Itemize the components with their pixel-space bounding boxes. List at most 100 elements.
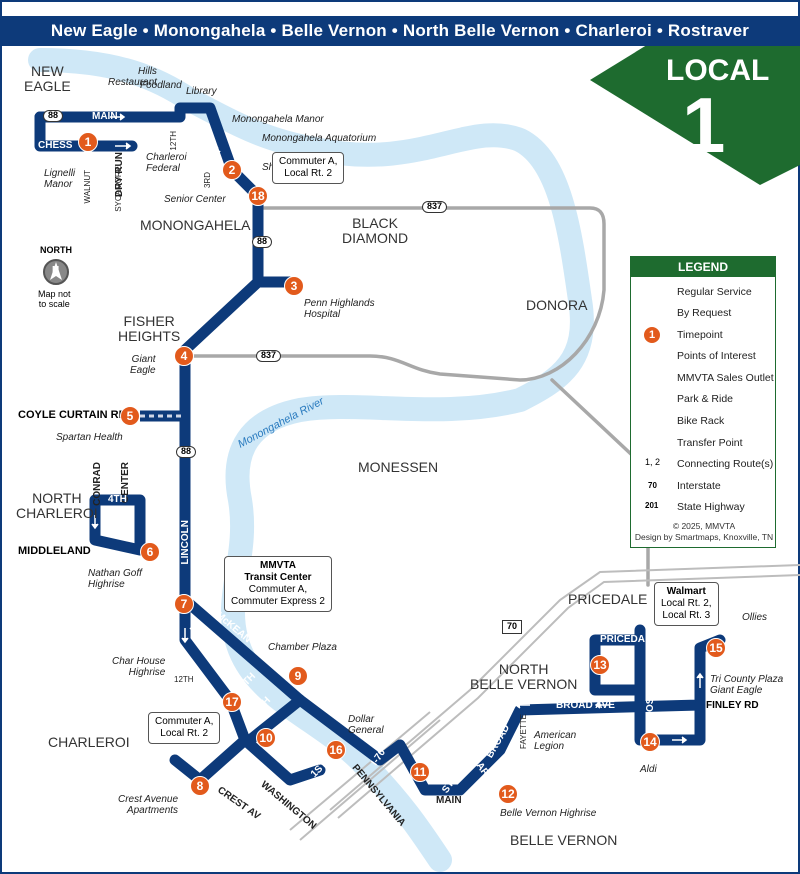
poi-monongahela-aquatorium: Monongahela Aquatorium	[262, 133, 377, 144]
legend-sales-outlet: MMVTA Sales Outlet	[677, 372, 774, 384]
service-area-banner: New Eagle • Monongahela • Belle Vernon •…	[0, 16, 800, 46]
poi-char-house: Char House Highrise	[112, 656, 166, 678]
north-arrow-icon	[43, 259, 69, 285]
legend-by-request: By Request	[677, 307, 732, 319]
street-main-3: MAIN	[436, 795, 462, 806]
timepoint-9: 9	[288, 666, 308, 686]
poi-aldi: Aldi	[640, 764, 657, 775]
callout-charleroi-l1: Commuter A,	[155, 716, 214, 727]
town-fisher-heights: FISHER HEIGHTS	[118, 313, 181, 345]
poi-lignelli-manor: Lignelli Manor	[44, 168, 76, 190]
legend-credit-1: © 2025, MMVTA	[672, 521, 736, 531]
town-belle-vernon: BELLE VERNON	[510, 832, 618, 848]
tc-title1: MMVTA	[260, 560, 296, 571]
interstate-70	[289, 564, 800, 841]
timepoint-7: 7	[174, 594, 194, 614]
town-donora: DONORA	[526, 297, 588, 313]
callout-charleroi: Commuter A,Local Rt. 2	[148, 712, 221, 744]
walmart-l2: Local Rt. 3	[662, 610, 711, 621]
legend-park-icon: P	[650, 392, 657, 402]
tc-l2: Commuter Express 2	[231, 596, 325, 607]
hwy-88-shield-3: 88	[176, 446, 197, 458]
timepoint-10: 10	[256, 728, 276, 748]
direction-arrows	[91, 113, 704, 744]
street-sycamore: SYCAMORE	[114, 166, 123, 212]
north-letter: N	[52, 265, 60, 276]
street-main: MAIN	[92, 111, 118, 122]
legend-title: LEGEND	[631, 257, 775, 277]
legend-state-highway: State Highway	[677, 501, 745, 513]
street-4th: 4TH	[108, 494, 127, 505]
town-monongahela: MONONGAHELA	[140, 217, 251, 233]
timepoint-17: 17	[222, 692, 242, 712]
walmart-title: Walmart	[666, 586, 706, 597]
town-new-eagle: NEW EAGLE	[24, 63, 71, 95]
hwy-837-shield-2: 837	[256, 350, 282, 362]
street-conrad: CONRAD	[92, 462, 103, 506]
local-route-badge	[590, 40, 800, 185]
hwy-88-shield: 88	[43, 110, 64, 122]
poi-crest-apartments: Crest Avenue Apartments	[118, 794, 179, 816]
town-north-charleroi: NORTH CHARLEROI	[16, 490, 98, 522]
poi-foodland: Foodland	[140, 80, 182, 91]
legend-interstate: Interstate	[677, 480, 721, 492]
route-local-1	[34, 102, 726, 796]
poi-charleroi-federal: Charleroi Federal	[146, 152, 187, 174]
callout-sheetz-l2: Local Rt. 2	[284, 168, 333, 179]
street-broad-ave: BROAD AVE	[556, 700, 615, 711]
timepoint-16: 16	[326, 740, 346, 760]
street-lincoln: LINCOLN	[180, 520, 191, 565]
tc-title2: Transit Center	[244, 572, 312, 583]
legend-connecting: Connecting Route(s)	[677, 458, 774, 470]
timepoint-3: 3	[284, 276, 304, 296]
street-5th: 5TH	[310, 680, 329, 691]
timepoint-15: 15	[706, 638, 726, 658]
legend: LEGEND Regular Service By Request Timepo…	[630, 256, 776, 548]
legend-timepoint-icon: 1	[643, 326, 661, 344]
timepoint-13: 13	[590, 655, 610, 675]
poi-bv-highrise: Belle Vernon Highrise	[500, 808, 597, 819]
timepoint-1: 1	[78, 132, 98, 152]
legend-transfer: Transfer Point	[677, 437, 743, 449]
legend-state-sample: 201	[645, 501, 659, 510]
callout-sheetz-l1: Commuter A,	[279, 156, 338, 167]
callout-charleroi-l2: Local Rt. 2	[160, 728, 209, 739]
street-pricedale: PRICEDALE	[600, 634, 658, 645]
timepoint-4: 4	[174, 346, 194, 366]
poi-hills-restaurant: Hills Restaurant	[108, 66, 157, 88]
poi-dollar-general: Dollar General	[348, 714, 384, 736]
legend-interstate-sample: 70	[648, 481, 657, 490]
town-charleroi: CHARLEROI	[48, 734, 130, 750]
legend-bike-rack: Bike Rack	[677, 415, 725, 427]
street-3rd: 3RD	[203, 172, 212, 189]
poi-chamber-plaza: Chamber Plaza	[268, 642, 337, 653]
town-middleland: MIDDLELAND	[18, 545, 91, 557]
poi-ollies: Ollies	[742, 612, 768, 623]
local-word: LOCAL	[666, 54, 770, 87]
street-12th: 12TH	[169, 131, 178, 151]
street-fayette: FAYETTE	[519, 714, 528, 749]
street-finley: FINLEY RD	[706, 700, 759, 711]
north-label: NORTH	[40, 245, 72, 255]
street-rostraver: ROSTRAVER RD	[645, 640, 656, 720]
legend-connect-sample: 1, 2	[645, 457, 661, 467]
town-north-belle-vernon: NORTH BELLE VERNON	[470, 661, 578, 693]
hwy-88-shield-2: 88	[252, 236, 273, 248]
legend-park-ride: Park & Ride	[677, 393, 734, 405]
coyle-curtain-rd: COYLE CURTAIN RD	[18, 409, 127, 421]
timepoint-6: 6	[140, 542, 160, 562]
legend-regular-service: Regular Service	[677, 286, 752, 298]
timepoint-14: 14	[640, 732, 660, 752]
town-pricedale: PRICEDALE	[568, 591, 648, 607]
poi-giant-eagle: Giant Eagle	[130, 354, 156, 376]
scale-note: Map not to scale	[38, 289, 71, 309]
i70-shield: 70	[502, 620, 523, 634]
legend-transfer-icon: T	[650, 437, 657, 448]
poi-monongahela-manor: Monongahela Manor	[232, 114, 324, 125]
legend-poi: Points of Interest	[677, 350, 756, 362]
town-black-diamond: BLACK DIAMOND	[342, 215, 409, 247]
